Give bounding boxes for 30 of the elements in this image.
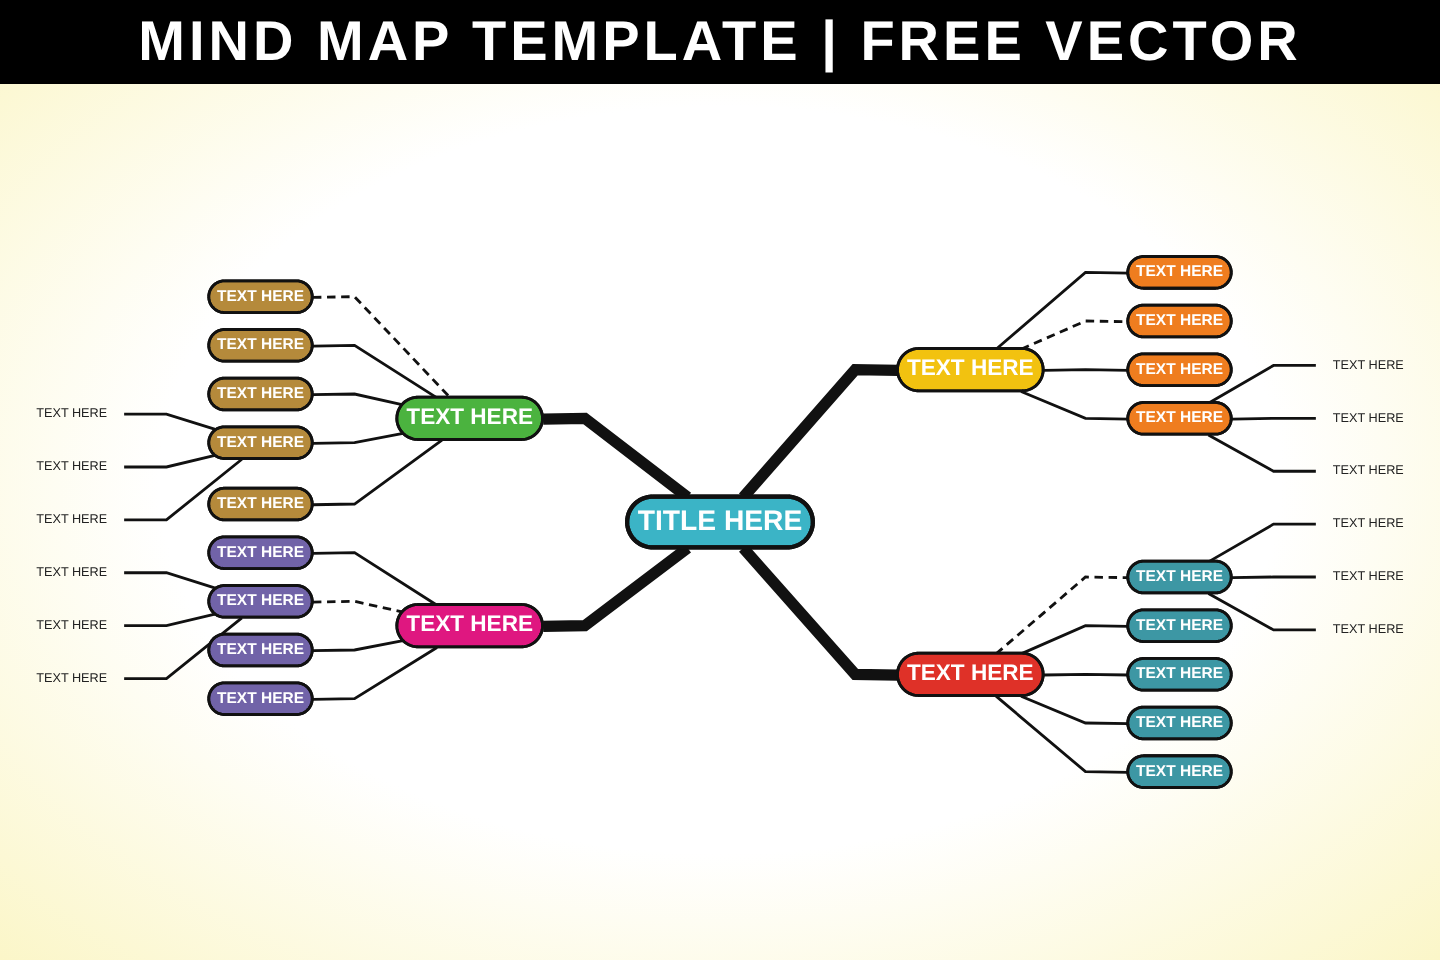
connector (312, 599, 404, 614)
connector (312, 295, 452, 399)
connector (995, 695, 1129, 774)
connector (312, 551, 438, 607)
connector (1043, 672, 1129, 677)
connector (1207, 592, 1316, 632)
connector (124, 616, 243, 680)
connector (124, 571, 218, 590)
connector (312, 431, 404, 445)
connector (1020, 390, 1129, 421)
connector (1207, 522, 1316, 564)
connector (1043, 368, 1129, 372)
title: MIND MAP TEMPLATE | FREE VECTOR (138, 10, 1302, 74)
connector (124, 458, 243, 522)
connector (312, 646, 438, 701)
connector (1020, 694, 1129, 726)
connector (312, 392, 404, 407)
connector (1020, 624, 1129, 656)
connector (312, 343, 438, 400)
connector (312, 439, 443, 507)
connector (124, 612, 216, 628)
connector (1231, 416, 1316, 421)
connector (124, 453, 216, 469)
connector (1231, 575, 1316, 580)
connector (1207, 364, 1316, 405)
connector (124, 412, 218, 432)
connector (1207, 433, 1316, 473)
connector (995, 270, 1129, 351)
connector (995, 575, 1129, 655)
connector (312, 639, 404, 653)
